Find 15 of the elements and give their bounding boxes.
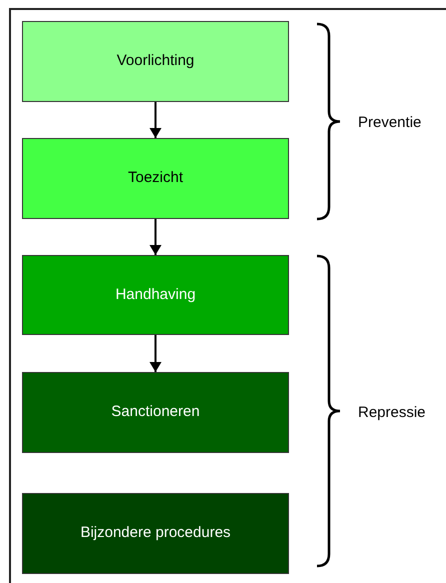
process-box [22, 138, 289, 219]
box-label: Voorlichting [116, 51, 196, 72]
arrow [150, 219, 162, 255]
process-box [22, 255, 289, 335]
arrow [150, 335, 162, 372]
box-label: Bijzondere procedures [79, 523, 232, 544]
process-box [22, 21, 289, 102]
box-label: Toezicht [126, 168, 184, 188]
group-label: Repressie [358, 403, 426, 423]
box-label: Handhaving [114, 284, 197, 305]
arrow [150, 102, 162, 138]
process-box [22, 493, 289, 574]
group-label: Preventie [358, 113, 422, 133]
box-label: Sanctioneren [110, 402, 201, 422]
process-box [22, 372, 289, 453]
